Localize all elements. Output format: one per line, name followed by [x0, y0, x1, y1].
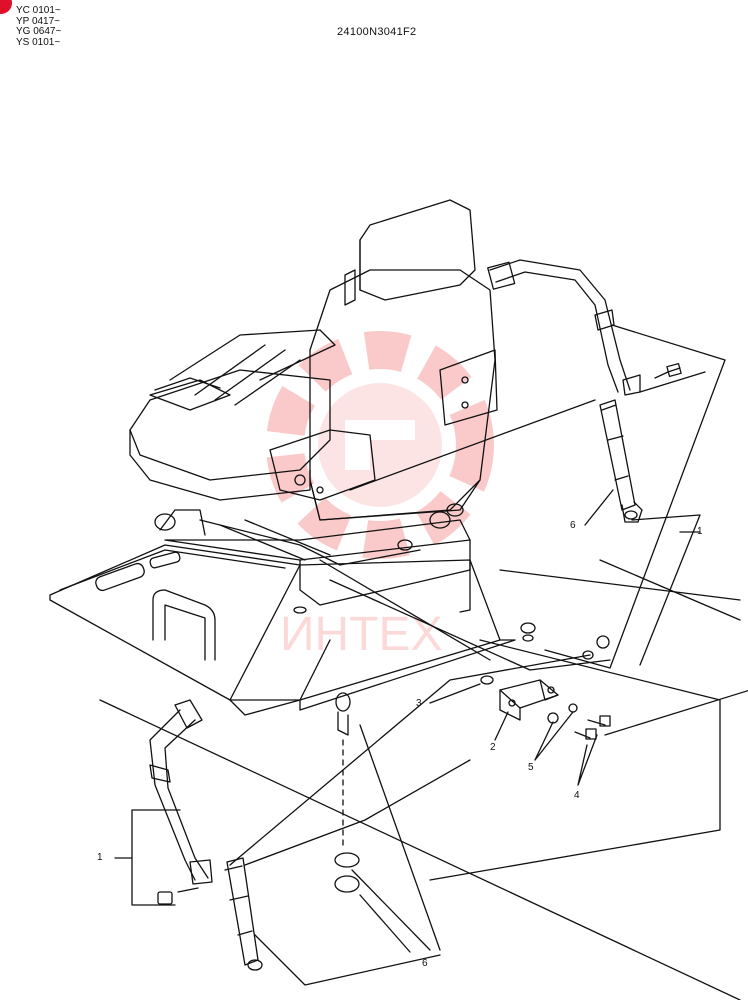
right-belt-bolt	[654, 362, 682, 379]
hex-nut	[334, 875, 360, 893]
watermark-gear-logo	[266, 331, 494, 559]
eye-bolt	[335, 692, 351, 851]
serial-range-list: YC 0101~ YP 0417~ YG 0647~ YS 0101~	[16, 5, 62, 48]
bolt-4a	[587, 715, 611, 727]
callout-left-belt: 1	[97, 852, 103, 863]
left-seat-belt-strap	[149, 699, 213, 885]
flat-washer	[334, 852, 360, 868]
callout-washer: 3	[416, 698, 422, 709]
seat-headrest	[344, 199, 476, 306]
right-seat-belt-strap	[487, 259, 641, 396]
mounting-bracket	[499, 679, 559, 721]
left-belt-bolt	[157, 887, 199, 905]
floor-plate	[49, 544, 516, 716]
bolt-4b	[574, 728, 597, 740]
serial-range-2: YP 0417~	[16, 15, 61, 27]
part-code: 24100N3041F2	[337, 26, 417, 38]
right-nut	[596, 635, 610, 649]
left-seat-belt-buckle	[224, 857, 263, 971]
right-washer	[582, 650, 594, 660]
watermark-text: ИНТЕХ	[280, 608, 443, 661]
callout-bracket: 2	[490, 742, 496, 753]
callout-right-belt: 1	[697, 526, 703, 537]
seat-cushion	[129, 329, 336, 501]
corner-red-mark	[0, 0, 12, 14]
right-seat-belt-buckle	[599, 399, 643, 523]
eyebolt-nut	[520, 622, 536, 634]
callout-bottom-hardware: 6	[422, 958, 428, 969]
seat-suspension-mechanism	[199, 503, 464, 614]
callout-right-buckle: 6	[570, 520, 576, 531]
washer-3	[480, 675, 494, 685]
seat-backrest	[269, 269, 498, 521]
callout-nuts: 5	[528, 762, 534, 773]
callout-bolts: 4	[574, 790, 580, 801]
nut-5b	[568, 703, 578, 713]
serial-range-3: YG 0647~	[16, 26, 62, 37]
serial-range-1: YC 0101~	[16, 5, 61, 16]
serial-range-4: YS 0101~	[16, 36, 61, 48]
